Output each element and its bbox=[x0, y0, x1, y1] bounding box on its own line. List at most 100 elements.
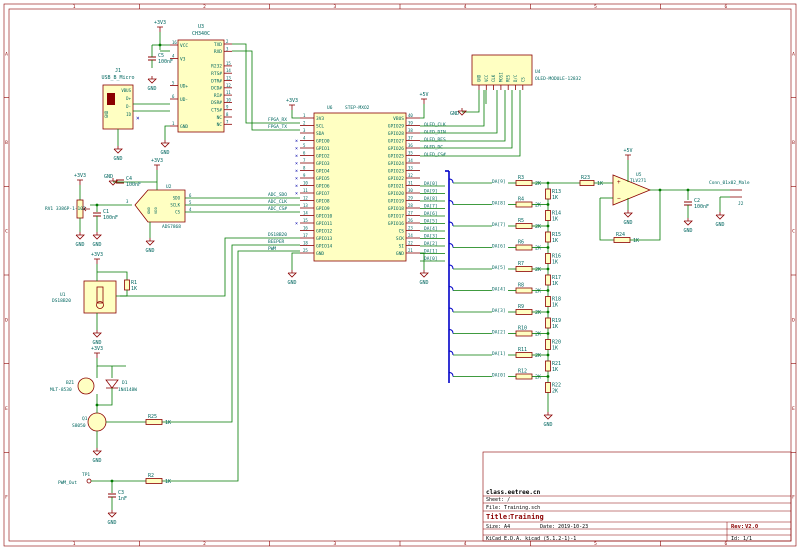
bus-entry bbox=[448, 264, 454, 270]
u6-pin-name: GPIO19 bbox=[388, 198, 405, 204]
net-label: OLED_CLK bbox=[424, 122, 446, 128]
no-connect-icon: × bbox=[295, 191, 298, 197]
buzzer-icon bbox=[77, 377, 95, 395]
u3-pin-name: NC bbox=[217, 122, 223, 128]
u6-pin-name: SI bbox=[399, 243, 405, 249]
ladder-da-label: DA[9] bbox=[492, 179, 506, 185]
wire bbox=[420, 252, 425, 270]
ground-label: GND bbox=[623, 220, 632, 226]
resistor-value: 2K bbox=[535, 332, 541, 338]
resistor-value: 1K bbox=[165, 420, 171, 426]
u3-pin-name: RI# bbox=[214, 93, 222, 99]
ladder-series-resistor bbox=[515, 352, 533, 358]
u3-pin-name: R232 bbox=[211, 64, 222, 70]
resistor-ref: R18 bbox=[552, 297, 561, 303]
u3-pin-name: V3 bbox=[180, 56, 186, 62]
u6-pin-num: 32 bbox=[408, 173, 413, 178]
resistor-value: 2K bbox=[535, 310, 541, 316]
j1-ref: J1 bbox=[115, 68, 121, 74]
u6-pin-num: 26 bbox=[408, 218, 413, 223]
frame-row-label: D bbox=[5, 317, 8, 323]
u6-pin-num: 14 bbox=[303, 211, 308, 216]
u1-ds18b20-body bbox=[83, 280, 117, 314]
u3-pin-num: 12 bbox=[226, 83, 231, 88]
net-label: FPGA_RX bbox=[268, 117, 287, 123]
u6-pin-num: 7 bbox=[303, 158, 306, 163]
u2-pin-num: 6 bbox=[189, 193, 192, 198]
ladder-series-resistor bbox=[515, 309, 533, 315]
frame-row-label: D bbox=[792, 317, 795, 323]
ground-label: GND bbox=[450, 111, 459, 117]
ground-icon bbox=[287, 272, 297, 278]
feedback-wire bbox=[599, 198, 614, 241]
resistor-ref: R12 bbox=[518, 369, 527, 375]
resistor-ref: R25 bbox=[148, 414, 157, 420]
u3-pin-name: DCD# bbox=[211, 86, 222, 92]
capacitor-ref: C2 bbox=[694, 198, 700, 204]
oled-cs-wire bbox=[420, 90, 521, 157]
wire bbox=[97, 271, 128, 280]
ground-label: GND bbox=[104, 174, 113, 180]
u6-pin-name: GPIO0 bbox=[316, 138, 330, 144]
diode-icon bbox=[105, 379, 119, 389]
ground-label: GND bbox=[92, 458, 101, 464]
da-net-label: DA[5] bbox=[424, 219, 438, 225]
ladder-da-label: DA[1] bbox=[492, 351, 506, 357]
ground-label: GND bbox=[147, 86, 156, 92]
u1-ref: U1 bbox=[60, 292, 66, 298]
frame-row-label: B bbox=[792, 140, 795, 146]
q1-value: S8050 bbox=[72, 423, 86, 429]
ladder-shunt-resistor bbox=[545, 382, 551, 393]
u2-pin-name: VDD bbox=[153, 206, 158, 214]
u4-value: OLED-MODULE-12832 bbox=[535, 76, 581, 82]
resistor-ref: R2 bbox=[148, 473, 154, 479]
u6-pin-name: GPIO2 bbox=[316, 153, 330, 159]
junction-dot bbox=[658, 188, 662, 192]
capacitor-ref: C1 bbox=[103, 209, 109, 215]
r2-resistor bbox=[145, 478, 163, 484]
u6-pin-num: 28 bbox=[408, 203, 413, 208]
j1-pin-name: VBUS bbox=[121, 88, 131, 93]
u6-pin-name: GND bbox=[396, 251, 404, 257]
wire bbox=[420, 104, 425, 119]
u2-pin-name: CS bbox=[175, 210, 180, 215]
ladder-series-resistor bbox=[515, 373, 533, 380]
u6-pin-name: GPIO14 bbox=[316, 243, 333, 249]
d1-ref: D1 bbox=[122, 380, 128, 386]
thermometer-bulb-icon bbox=[96, 301, 104, 309]
u1-value: DS18B20 bbox=[52, 298, 71, 304]
u6-pin-num: 23 bbox=[408, 226, 413, 231]
resistor-value: 1K bbox=[552, 217, 558, 223]
u6-pin-name: GPIO10 bbox=[316, 213, 333, 219]
da-net-label: DA[7] bbox=[424, 204, 438, 210]
ladder-da-label: DA[6] bbox=[492, 244, 506, 250]
net-label: OLED_CS# bbox=[424, 152, 446, 158]
frame-column-label: 3 bbox=[333, 4, 336, 10]
title-block-sheet: Sheet: / bbox=[486, 497, 510, 503]
resistor-ref: R24 bbox=[616, 232, 625, 238]
u4-pin-name: CS bbox=[520, 77, 525, 82]
ground-icon bbox=[108, 180, 118, 186]
ground-icon bbox=[92, 332, 102, 338]
thermometer-icon bbox=[96, 286, 104, 304]
ladder-series-resistor bbox=[515, 330, 533, 337]
u6-pin-name: GND bbox=[316, 251, 324, 257]
title-block-file: File: Training.sch bbox=[486, 505, 540, 511]
frame-column-label: 2 bbox=[203, 541, 206, 547]
resistor-value: 1K bbox=[165, 479, 171, 485]
ground-icon bbox=[145, 240, 155, 246]
u6-pin-num: 16 bbox=[303, 226, 308, 231]
resistor-ref: R21 bbox=[552, 361, 561, 367]
resistor-value: 2K bbox=[535, 224, 541, 230]
frame-row-label: A bbox=[5, 51, 8, 57]
frame-row-label: A bbox=[792, 51, 795, 57]
u6-pin-name: GPIO4 bbox=[316, 168, 330, 174]
u6-pin-name: GPIO26 bbox=[388, 146, 405, 152]
da-net-label: DA[9] bbox=[424, 189, 438, 195]
ground-label: GND bbox=[683, 228, 692, 234]
u6-pin-name: GPIO25 bbox=[388, 153, 405, 159]
u3-pin-num: 15 bbox=[226, 61, 231, 66]
r1-resistor bbox=[124, 279, 130, 291]
ground-icon bbox=[113, 148, 123, 154]
resistor-value: 1K bbox=[552, 324, 558, 330]
